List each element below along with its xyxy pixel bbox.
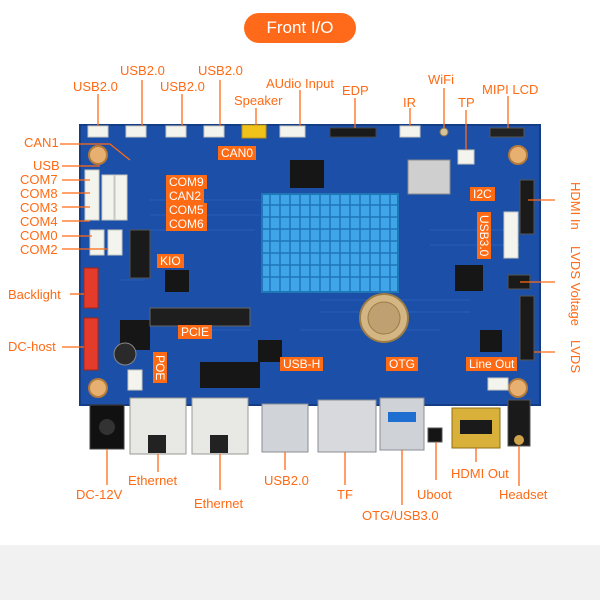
label-com3: COM3: [20, 200, 58, 215]
tag-com5: COM5: [166, 203, 207, 217]
otg-usb3-port: [379, 397, 425, 451]
label-edp: EDP: [342, 83, 369, 98]
tp-connector: [457, 149, 475, 165]
ethernet-2-jack: [210, 435, 228, 453]
label-tp: TP: [458, 95, 475, 110]
label-lvds: LVDS: [568, 340, 583, 373]
tag-can0: CAN0: [218, 146, 257, 160]
floor-shadow: [0, 545, 600, 600]
label-audio-input: AUdio Input: [266, 76, 334, 91]
backlight-connector: [83, 267, 99, 309]
label-ethernet-b: Ethernet: [194, 496, 244, 511]
dc-jack-hole: [99, 419, 115, 435]
dc-host-connector: [83, 317, 99, 371]
usb30-header: [503, 211, 519, 259]
tag-pcie: PCIE: [178, 325, 213, 339]
tag-i2c: I2C: [470, 187, 495, 201]
pcie-slot: [149, 307, 251, 327]
label-com2: COM2: [20, 242, 58, 257]
label-hdmi-out: HDMI Out: [451, 466, 509, 481]
label-dc-host: DC-host: [8, 339, 56, 354]
label-speaker: Speaker: [234, 93, 283, 108]
page-title: Front I/O: [244, 13, 356, 43]
tag-com9: COM9: [166, 175, 207, 189]
label-usb2-a: USB2.0: [73, 79, 118, 94]
label-backlight: Backlight: [8, 287, 61, 302]
lvds-header: [519, 295, 535, 361]
headset-ring: [514, 435, 524, 445]
label-com7: COM7: [20, 172, 58, 187]
mount-hole-tr: [508, 145, 528, 165]
tag-can2: CAN2: [166, 189, 205, 203]
label-otg-usb3: OTG/USB3.0: [362, 508, 439, 523]
label-com0: COM0: [20, 228, 58, 243]
top-connectors: [87, 125, 421, 138]
usb3-tongue: [388, 412, 416, 422]
mount-hole-br: [508, 378, 528, 398]
mount-hole-bl: [88, 378, 108, 398]
label-com4: COM4: [20, 214, 58, 229]
label-dc12v: DC-12V: [76, 487, 123, 502]
edp-connector: [329, 127, 377, 138]
label-usb2-bottom: USB2.0: [264, 473, 309, 488]
tag-usb30: USB3.0: [477, 212, 491, 260]
mount-hole-tl: [88, 145, 108, 165]
tf-slot: [317, 399, 377, 453]
label-uboot: Uboot: [417, 487, 452, 502]
coin-battery-inner: [367, 301, 401, 335]
line-out-connector: [487, 377, 509, 391]
kio-header: [129, 229, 151, 279]
label-wifi: WiFi: [428, 72, 454, 87]
label-usb2-d: USB2.0: [198, 63, 243, 78]
tag-kio: KIO: [157, 254, 184, 268]
tag-com6: COM6: [166, 217, 207, 231]
label-tf: TF: [337, 487, 353, 502]
uboot-button: [427, 427, 443, 443]
wifi-antenna: [439, 127, 449, 137]
chips: [120, 160, 502, 388]
ethernet-1-jack: [148, 435, 166, 453]
label-ethernet-a: Ethernet: [128, 473, 178, 488]
label-headset: Headset: [499, 487, 548, 502]
speaker-connector: [241, 124, 267, 139]
wifi-module: [407, 159, 451, 195]
label-usb: USB: [33, 158, 60, 173]
poe-connector: [127, 369, 143, 391]
heatsink-fins: [262, 194, 398, 292]
hdmi-in-header: [519, 179, 535, 235]
capacitor: [113, 342, 137, 366]
tag-poe: POE: [153, 352, 167, 384]
callout-lines: [60, 80, 555, 505]
tag-otg: OTG: [386, 357, 418, 371]
label-can1: CAN1: [24, 135, 59, 150]
label-mipi-lcd: MIPI LCD: [482, 82, 539, 97]
hdmi-out-opening: [460, 420, 492, 434]
mipi-connector: [489, 127, 525, 138]
usb2-port: [261, 403, 309, 453]
label-lvds-voltage: LVDS Voltage: [568, 246, 583, 326]
tag-usb-h: USB-H: [280, 357, 324, 371]
label-hdmi-in: HDMI In: [568, 182, 583, 230]
tag-line-out: Line Out: [466, 357, 518, 371]
label-com8: COM8: [20, 186, 58, 201]
label-usb2-b: USB2.0: [120, 63, 165, 78]
label-ir: IR: [403, 95, 416, 110]
label-usb2-c: USB2.0: [160, 79, 205, 94]
